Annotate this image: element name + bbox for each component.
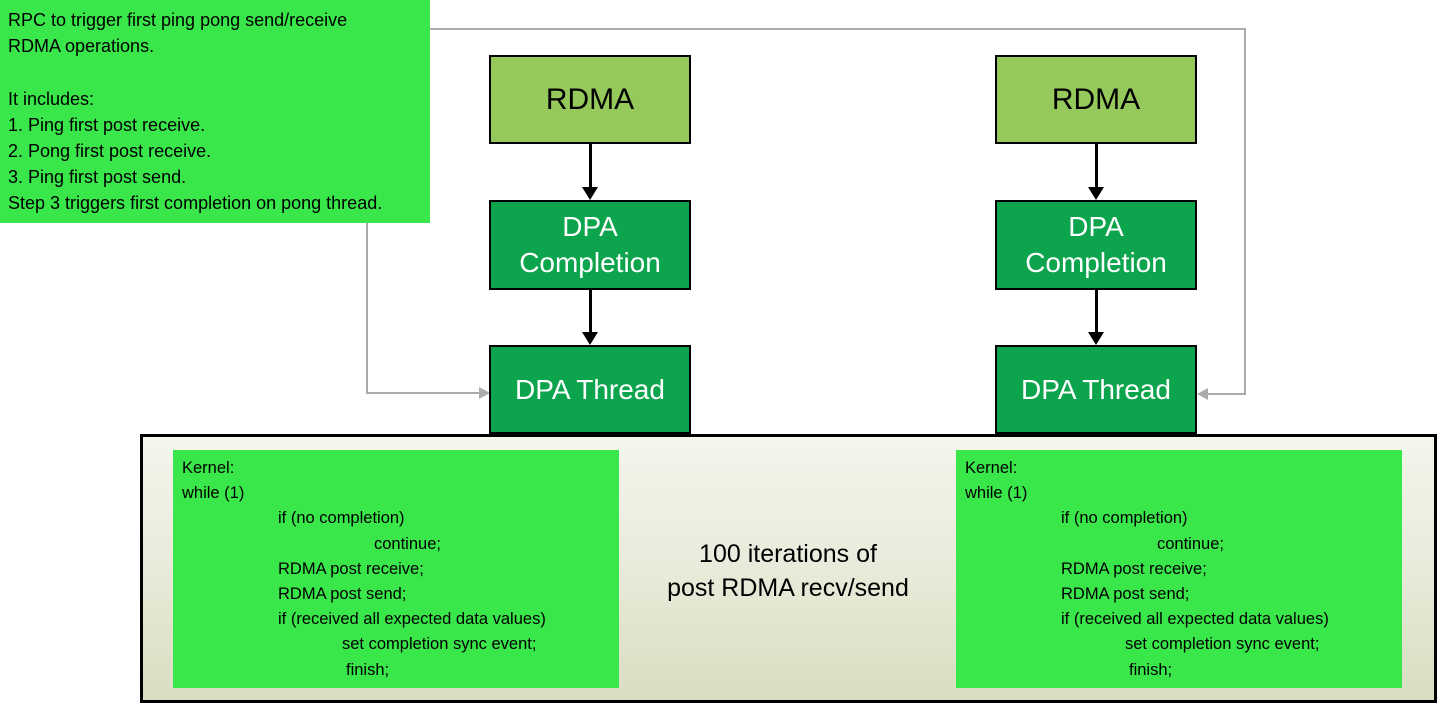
flow-arrow-right-2 xyxy=(1095,290,1098,333)
kernel-code-line: continue; xyxy=(374,534,441,553)
kernel-code-line: set completion sync event; xyxy=(342,635,537,654)
kernel-code-line: while (1) xyxy=(965,484,1028,503)
flow-arrowhead-down-icon xyxy=(1088,187,1104,200)
dpa-completion-label: DPA Completion xyxy=(1025,211,1167,278)
rdma-label: RDMA xyxy=(1051,82,1141,116)
iterations-caption: 100 iterations of post RDMA recv/send xyxy=(619,537,957,605)
annotation-line: 3. Ping first post send. xyxy=(8,167,187,188)
connector-right-horizontal-segment xyxy=(1208,393,1246,395)
dpa-thread-box-right: DPA Thread xyxy=(995,345,1197,434)
kernel-code-line: RDMA post receive; xyxy=(278,559,424,578)
kernel-code-line: set completion sync event; xyxy=(1125,635,1320,654)
flow-arrow-right-1 xyxy=(1095,144,1098,188)
kernel-code-line: RDMA post send; xyxy=(1061,585,1190,604)
annotation-line: Step 3 triggers first completion on pong… xyxy=(8,193,383,214)
annotation-line: RPC to trigger first ping pong send/rece… xyxy=(8,10,348,30)
kernel-code-line: finish; xyxy=(346,660,390,679)
connector-left-vertical-segment xyxy=(366,223,368,394)
rdma-box-right: RDMA xyxy=(995,55,1197,144)
dpa-thread-box-left: DPA Thread xyxy=(489,345,691,434)
dpa-completion-label: DPA Completion xyxy=(519,211,661,278)
connector-top-horizontal-segment xyxy=(430,28,1246,30)
kernel-code-line: while (1) xyxy=(182,484,245,503)
kernel-code-line: if (received all expected data values) xyxy=(1061,610,1329,629)
connector-right-vertical-segment xyxy=(1244,28,1246,395)
kernel-code-line: finish; xyxy=(1129,660,1173,679)
rdma-box-left: RDMA xyxy=(489,55,691,144)
kernel-code-line: RDMA post receive; xyxy=(1061,559,1207,578)
dpa-thread-label: DPA Thread xyxy=(515,373,665,405)
kernel-code-line: if (no completion) xyxy=(1061,509,1188,528)
flow-arrowhead-down-icon xyxy=(582,332,598,345)
connector-arrowhead-right-icon xyxy=(479,387,490,399)
dpa-completion-box-right: DPA Completion xyxy=(995,200,1197,290)
kernel-code-line: RDMA post send; xyxy=(278,585,407,604)
dpa-completion-box-left: DPA Completion xyxy=(489,200,691,290)
flow-arrow-left-2 xyxy=(589,290,592,333)
flow-arrowhead-down-icon xyxy=(582,187,598,200)
annotation-line: RDMA operations. xyxy=(8,36,155,57)
annotation-box: RPC to trigger first ping pong send/rece… xyxy=(0,0,430,223)
annotation-line xyxy=(8,59,422,85)
connector-left-horizontal-segment xyxy=(366,392,480,394)
kernel-code-box-right: Kernel: while (1) if (no completion) contin… xyxy=(956,450,1402,688)
flow-arrowhead-down-icon xyxy=(1088,332,1104,345)
flow-arrow-left-1 xyxy=(589,144,592,188)
annotation-line: 1. Ping first post receive. xyxy=(8,114,206,135)
iterations-caption-line2: post RDMA recv/send xyxy=(667,574,909,602)
rdma-label: RDMA xyxy=(545,82,635,116)
dpa-thread-label: DPA Thread xyxy=(1021,373,1171,405)
kernel-code-line: continue; xyxy=(1157,534,1224,553)
iterations-caption-line1: 100 iterations of xyxy=(699,540,877,568)
kernel-code-line: Kernel: xyxy=(965,459,1018,477)
kernel-code-line: Kernel: xyxy=(182,459,235,477)
connector-arrowhead-left-icon xyxy=(1197,388,1208,400)
annotation-line: 2. Pong first post receive. xyxy=(8,141,212,162)
kernel-code-box-left: Kernel: while (1) if (no completion) contin… xyxy=(173,450,619,688)
kernel-code-line: if (received all expected data values) xyxy=(278,610,546,629)
annotation-line: It includes: xyxy=(8,88,95,109)
kernel-code-line: if (no completion) xyxy=(278,509,405,528)
